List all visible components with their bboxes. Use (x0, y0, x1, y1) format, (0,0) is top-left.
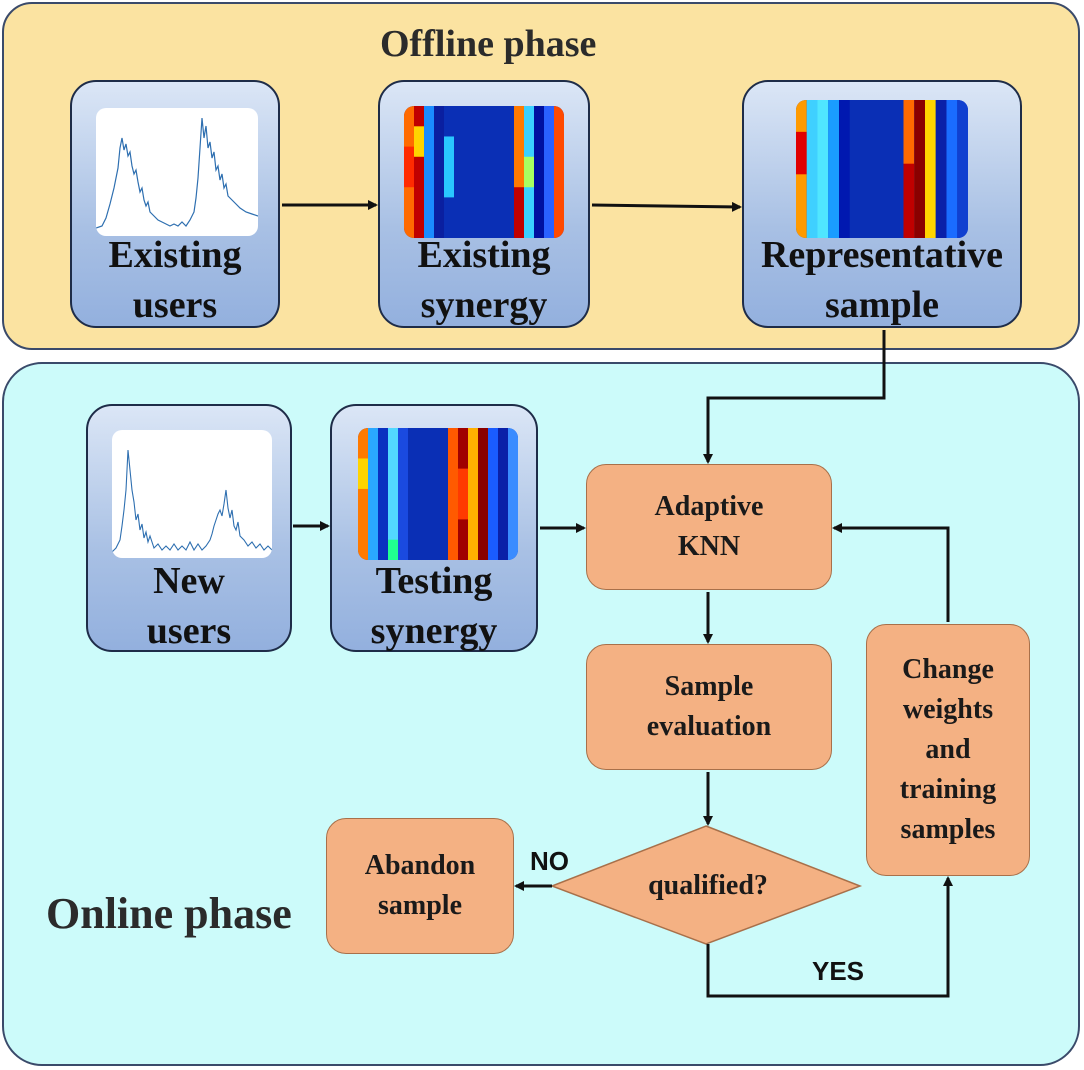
qualified-diamond (549, 825, 863, 945)
offline-phase-title: Offline phase (380, 23, 597, 65)
testing-synergy-heatmap (358, 428, 518, 560)
arrow-change-to-knn (832, 523, 950, 622)
sample-evaluation-box: Sample evaluation (586, 644, 832, 770)
representative-sample-heatmap (796, 100, 968, 238)
heatmap-graphic (404, 106, 564, 238)
abandon-sample-box: Abandon sample (326, 818, 514, 954)
existing-users-signal-plot (96, 108, 258, 236)
existing-synergy-heatmap (404, 106, 564, 238)
new-users-signal-plot (112, 430, 272, 558)
arrow-qualified-to-change (706, 876, 953, 998)
heatmap-graphic (358, 428, 518, 560)
testing-synergy-label: Testing synergy (370, 560, 498, 652)
arrow-representative-to-knn (703, 330, 886, 464)
heatmap-graphic (796, 100, 968, 238)
new-users-card: New users (86, 404, 292, 652)
arrow-synergy-to-representative (591, 201, 742, 212)
existing-synergy-label: Existing synergy (417, 234, 551, 326)
change-weights-box: Change weights and training samples (866, 624, 1030, 876)
qualified-label: qualified? (648, 870, 768, 901)
online-phase-title: Online phase (46, 889, 292, 938)
existing-synergy-card: Existing synergy (378, 80, 590, 328)
signal-trace (96, 117, 258, 229)
existing-users-card: Existing users (70, 80, 280, 328)
yes-label: YES (812, 956, 865, 986)
no-label: NO (530, 846, 569, 876)
testing-synergy-card: Testing synergy (330, 404, 538, 652)
signal-plot-graphic (112, 449, 272, 553)
representative-sample-label: Representative sample (760, 234, 1003, 326)
signal-plot-graphic (96, 117, 258, 229)
signal-trace (112, 449, 272, 553)
adaptive-knn-box: Adaptive KNN (586, 464, 832, 590)
new-users-label: New users (146, 560, 232, 652)
existing-users-label: Existing users (108, 234, 242, 326)
representative-sample-card: Representative sample (742, 80, 1022, 328)
